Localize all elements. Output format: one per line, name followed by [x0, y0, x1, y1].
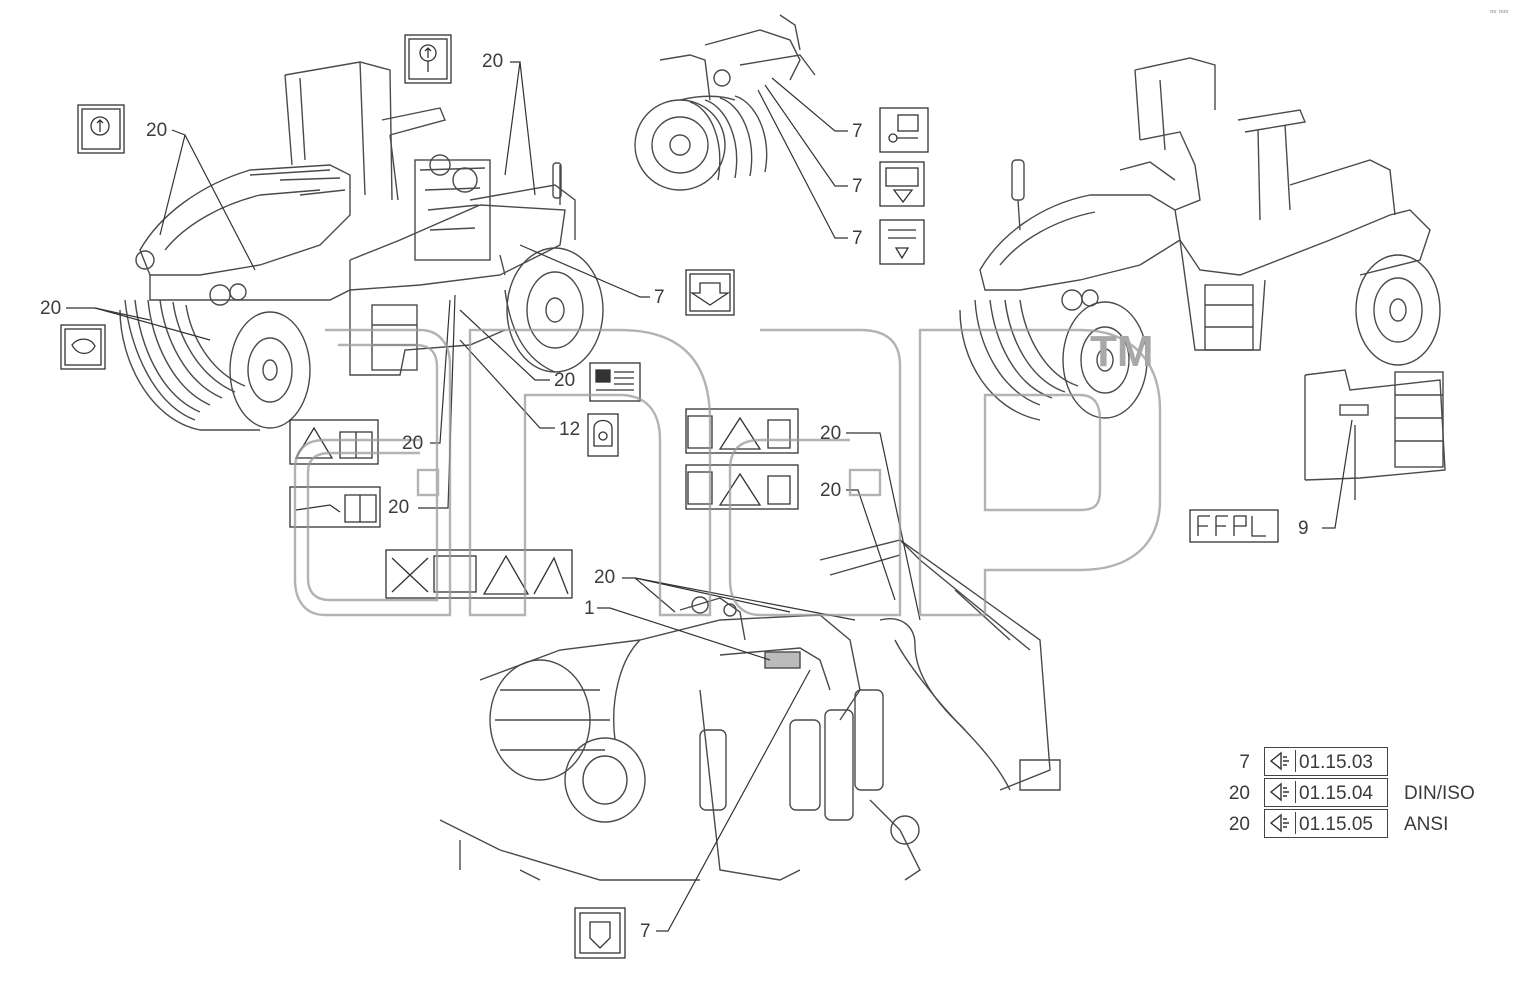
callout-right-20-a: 20: [820, 423, 842, 444]
engine-lift-decal-icon: [574, 907, 626, 959]
legend-code: 01.15.04: [1299, 783, 1373, 804]
rollover-warning-decal-icon: [385, 549, 573, 599]
callout-top-center-20: 20: [482, 51, 504, 72]
callout-decal-20-a: 20: [402, 433, 424, 454]
callout-right-9: 9: [1298, 518, 1309, 539]
hose-warning-decal-icon: [289, 486, 381, 528]
fuel-level-decal-icon: [879, 107, 929, 153]
tie-down-decal-icon: [60, 324, 106, 370]
hearing-protection-decal-icon: [587, 413, 619, 457]
decal-icons: [60, 34, 1279, 959]
crush-warning-decal-icon: [289, 419, 379, 465]
legend-standard: ANSI: [1404, 814, 1449, 835]
callout-mid-20: 20: [554, 370, 576, 391]
legend-number: 7: [1239, 752, 1250, 773]
watermark-outline: [293, 328, 1162, 617]
callout-top-left-20: 20: [146, 120, 168, 141]
callout-wheel-7-c: 7: [852, 228, 863, 249]
legend-code-box[interactable]: 01.15.03: [1264, 747, 1388, 776]
callout-engine-20: 20: [594, 567, 616, 588]
callout-wheel-7-a: 7: [852, 121, 863, 142]
additive-fill-decal-icon: [879, 219, 925, 265]
corner-mark: ▫▫ ▫▫▫: [1490, 6, 1509, 16]
hot-surface-decal-icon: [685, 408, 799, 454]
callout-mid-12: 12: [559, 419, 581, 440]
legend-code: 01.15.05: [1299, 814, 1373, 835]
reference-arrow-icon: [1269, 812, 1296, 834]
watermark-tm: TM: [1090, 327, 1154, 376]
legend-row: 20 01.15.04 DIN/ISO: [1222, 778, 1502, 809]
warning-decal-icon: [77, 104, 125, 154]
legend-standard: DIN/ISO: [1404, 783, 1475, 804]
legend-row: 20 01.15.05 ANSI: [1222, 809, 1502, 840]
reference-arrow-icon: [1269, 781, 1296, 803]
legend-row: 7 01.15.03: [1222, 747, 1502, 778]
callout-wheel-7-b: 7: [852, 176, 863, 197]
callout-right-20-b: 20: [820, 480, 842, 501]
legend-code-box[interactable]: 01.15.05: [1264, 809, 1388, 838]
fan-warning-decal-icon: [685, 464, 799, 510]
fill-water-decal-icon: [879, 161, 925, 207]
rear-wheel-detail: [634, 14, 816, 191]
callout-bottom-7: 7: [640, 921, 651, 942]
lifting-point-decal-icon: [404, 34, 452, 84]
callout-mid-7: 7: [654, 287, 665, 308]
reference-arrow-icon: [1269, 750, 1296, 772]
right-roller-machine: [959, 57, 1441, 421]
side-panel-detail: [1304, 369, 1446, 500]
legend-code: 01.15.03: [1299, 752, 1373, 773]
leader-lines: [66, 61, 1353, 932]
legend-number: 20: [1228, 783, 1250, 804]
callout-engine-1: 1: [584, 598, 595, 619]
engine-assembly: [439, 539, 1061, 881]
legend-number: 20: [1228, 814, 1250, 835]
brand-decal-icon: [1189, 509, 1279, 543]
callout-left-20: 20: [40, 298, 62, 319]
operator-manual-decal-icon: [589, 362, 641, 402]
callout-decal-20-b: 20: [388, 497, 410, 518]
additive-decal-icon: [685, 269, 735, 316]
legend-code-box[interactable]: 01.15.04: [1264, 778, 1388, 807]
left-roller-machine: [119, 61, 604, 431]
